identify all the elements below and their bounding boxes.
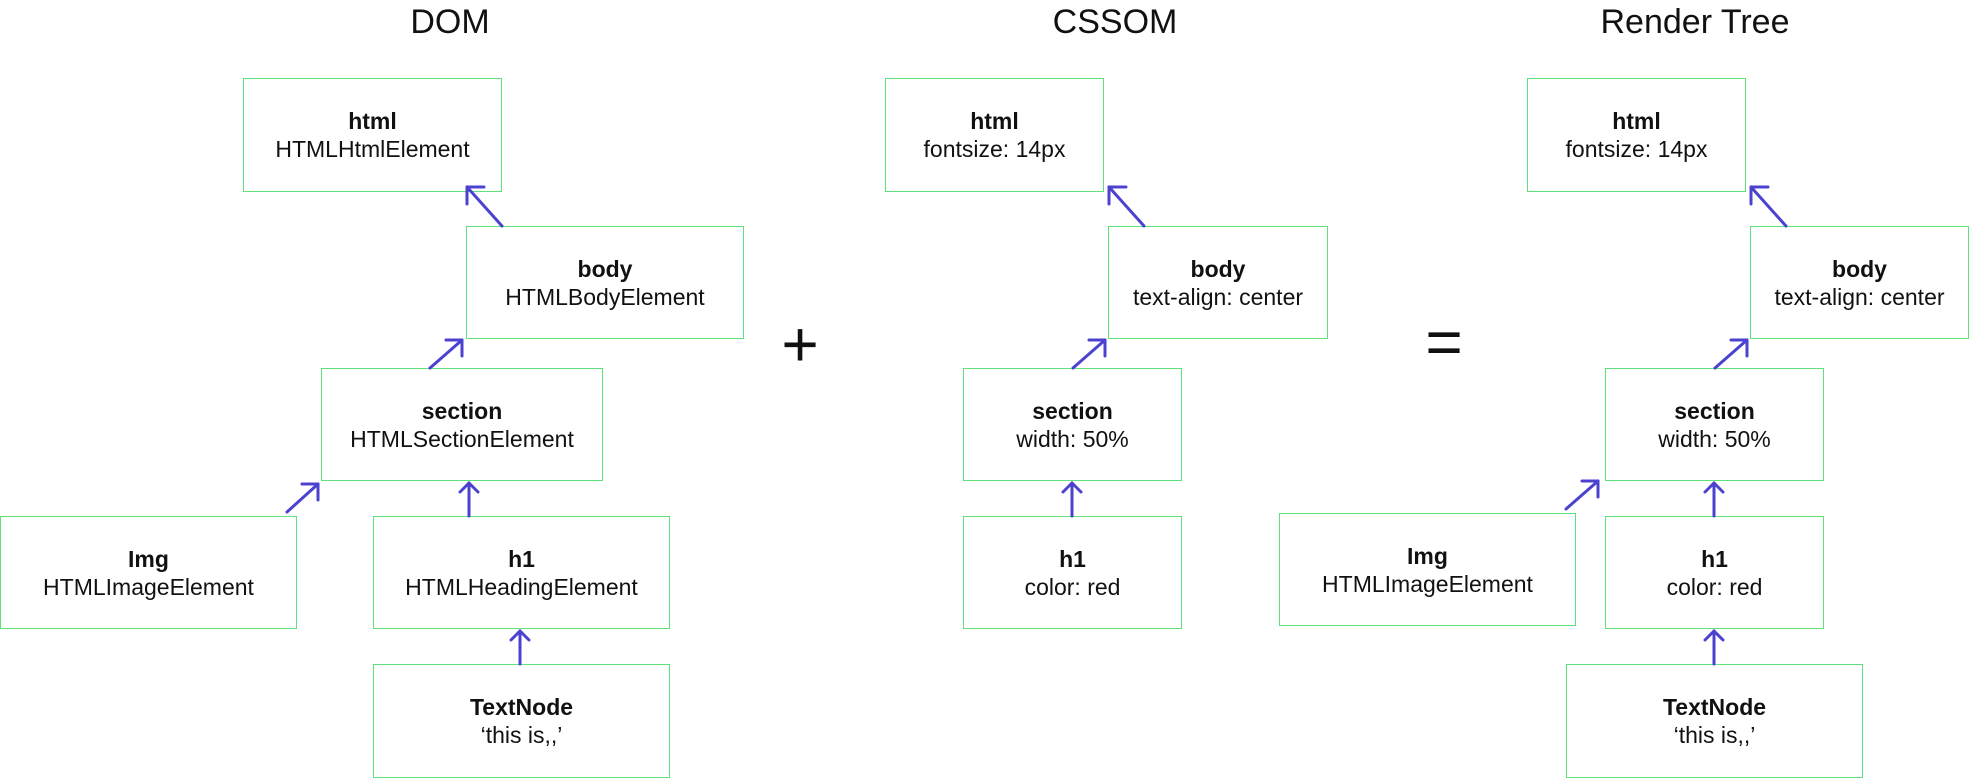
render-node-body-name: body [1832,255,1887,282]
dom-node-html-name: html [348,108,397,134]
dom-node-img: Img HTMLImageElement [0,516,297,629]
render-node-body: body text-align: center [1750,226,1969,339]
dom-arrow-body-to-html [465,185,504,228]
render-arrow-img-to-section [1564,479,1600,511]
cssom-node-h1: h1 color: red [963,516,1182,629]
render-node-h1-name: h1 [1701,545,1728,572]
render-node-section: section width: 50% [1605,368,1824,481]
render-arrow-body-to-html [1749,185,1788,228]
dom-node-textnode: TextNode ‘this is,,’ [373,664,670,778]
dom-node-h1: h1 HTMLHeadingElement [373,516,670,629]
render-node-section-desc: width: 50% [1658,425,1771,452]
render-node-img-name: Img [1407,542,1448,569]
dom-node-textnode-name: TextNode [469,694,574,720]
cssom-node-body: body text-align: center [1108,226,1328,339]
render-node-h1: h1 color: red [1605,516,1824,629]
dom-node-body: body HTMLBodyElement [466,226,744,339]
cssom-arrow-h1-to-section [1061,481,1083,518]
dom-node-html-desc: HTMLHtmlElement [275,136,470,162]
plus-operator: + [781,308,819,380]
dom-node-img-desc: HTMLImageElement [43,573,254,600]
render-arrow-textnode-to-h1 [1703,629,1725,666]
dom-node-textnode-desc: ‘this is,,’ [480,722,563,748]
equals-operator: = [1425,306,1463,378]
render-node-html-name: html [1612,108,1661,134]
dom-node-section-desc: HTMLSectionElement [350,425,574,452]
render-node-section-name: section [1674,397,1755,424]
cssom-arrow-section-to-body [1071,338,1107,370]
dom-node-section: section HTMLSectionElement [321,368,603,481]
cssom-node-h1-desc: color: red [1024,573,1121,600]
dom-title: DOM [410,3,490,41]
cssom-node-body-desc: text-align: center [1132,283,1304,310]
render-node-textnode: TextNode ‘this is,,’ [1566,664,1863,778]
cssom-node-html-desc: fontsize: 14px [923,136,1066,162]
render-node-html: html fontsize: 14px [1527,78,1746,192]
cssom-node-section: section width: 50% [963,368,1182,481]
render-node-textnode-name: TextNode [1662,694,1767,720]
dom-node-h1-desc: HTMLHeadingElement [405,573,638,600]
dom-node-h1-name: h1 [508,545,535,572]
dom-arrow-section-to-body [428,338,464,370]
render-arrow-h1-to-section [1703,481,1725,518]
render-node-body-desc: text-align: center [1774,283,1945,310]
cssom-node-h1-name: h1 [1059,545,1086,572]
dom-arrow-textnode-to-h1 [509,629,531,666]
cssom-node-body-name: body [1190,255,1246,282]
dom-node-section-name: section [421,397,503,424]
render-tree-title: Render Tree [1600,3,1790,41]
render-arrow-section-to-body [1713,338,1749,370]
render-node-html-desc: fontsize: 14px [1565,136,1708,162]
render-node-img-desc: HTMLImageElement [1322,570,1533,597]
cssom-node-html: html fontsize: 14px [885,78,1104,192]
render-node-h1-desc: color: red [1666,573,1763,600]
dom-node-img-name: Img [128,545,169,572]
dom-arrow-h1-to-section [458,481,480,518]
dom-node-body-name: body [577,255,633,282]
cssom-node-section-desc: width: 50% [1016,425,1129,452]
dom-node-html: html HTMLHtmlElement [243,78,502,192]
render-node-img: Img HTMLImageElement [1279,513,1576,626]
dom-node-body-desc: HTMLBodyElement [505,283,705,310]
render-node-textnode-desc: ‘this is,,’ [1673,722,1756,748]
cssom-node-section-name: section [1032,397,1113,424]
cssom-arrow-body-to-html [1107,185,1146,228]
cssom-title: CSSOM [1052,3,1178,41]
dom-arrow-img-to-section [285,482,320,514]
cssom-node-html-name: html [970,108,1019,134]
